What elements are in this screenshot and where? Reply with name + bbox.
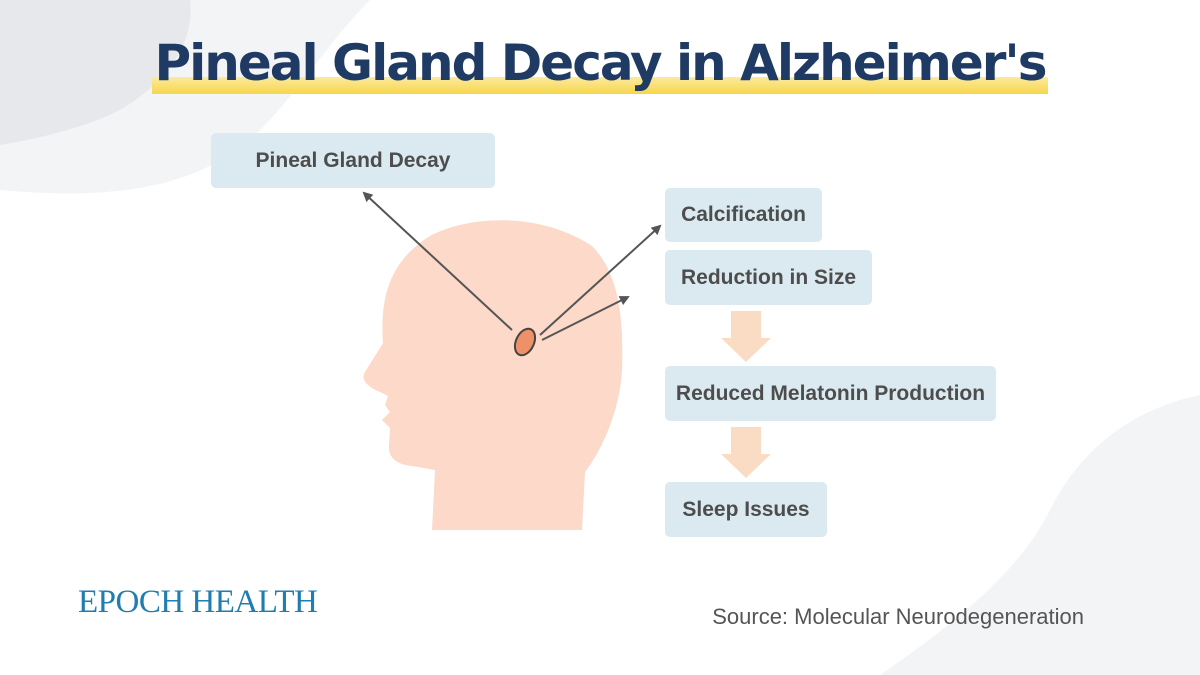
pineal-gland-decay-box: Pineal Gland Decay xyxy=(211,133,495,188)
arrow-to-calcification xyxy=(539,224,662,336)
bottom-right-blob xyxy=(880,395,1200,675)
source-note: Source: Molecular Neurodegeneration xyxy=(712,604,1084,629)
arrow-to-reduction-in-size xyxy=(541,296,630,341)
calcification-box: Calcification xyxy=(665,188,822,242)
top-left-blob-inner xyxy=(0,0,191,145)
title-wrapper: Pineal Gland Decay in Alzheimer's xyxy=(0,30,1200,96)
reduction-in-size-box: Reduction in Size xyxy=(665,250,872,305)
head-silhouette xyxy=(363,220,623,530)
reduced-melatonin-box: Reduced Melatonin Production xyxy=(665,366,996,421)
sleep-issues-box: Sleep Issues xyxy=(665,482,827,537)
page-title: Pineal Gland Decay in Alzheimer's xyxy=(152,30,1048,96)
flow-arrow-2 xyxy=(721,427,771,478)
flow-arrow-1 xyxy=(721,311,771,362)
pineal-gland-icon xyxy=(513,327,537,357)
epoch-health-logo: EPOCH HEALTH xyxy=(78,584,318,620)
arrow-to-pineal-gland-decay xyxy=(362,191,513,331)
